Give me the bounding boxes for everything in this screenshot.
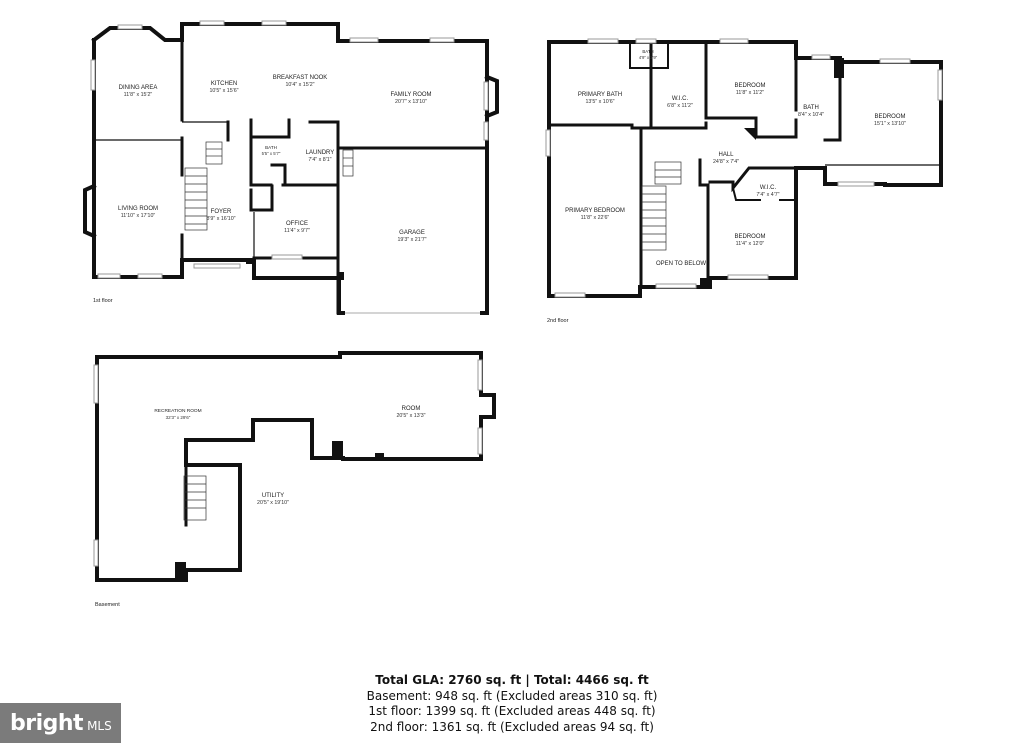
room-name-bath2b: BATH (803, 105, 819, 111)
basement-area: Basement: 948 sq. ft (Excluded areas 310… (366, 688, 658, 703)
first-floor-area: 1st floor: 1399 sq. ft (Excluded areas 4… (368, 704, 656, 718)
room-dim-pbath: 13'5" x 10'6" (585, 99, 614, 105)
total-gla: Total GLA: 2760 sq. ft | Total: 4466 sq.… (375, 673, 649, 687)
room-dim-laundry: 7'4" x 8'1" (308, 157, 331, 163)
room-name-bed3: BEDROOM (734, 234, 765, 240)
room-dim-living: 11'10" x 17'10" (121, 213, 156, 219)
room-name-hall: HALL (718, 152, 734, 158)
room-dim-bed2: 15'1" x 13'10" (874, 121, 906, 127)
first-floor-plan (83, 20, 499, 316)
room-dim-pbed: 11'8" x 22'6" (581, 215, 610, 221)
room-dim-foyer: 8'9" x 16'10" (206, 216, 235, 222)
room-dim-rec: 32'3" x 29'6" (166, 415, 191, 420)
bright-mls-logo: bright MLS (0, 703, 121, 743)
room-dim-kitchen: 10'5" x 15'6" (209, 88, 238, 94)
room-name-utility: UTILITY (262, 493, 284, 499)
room-name-open: OPEN TO BELOW (656, 261, 706, 267)
second-floor-plan (545, 38, 943, 298)
room-dim-family: 20'7" x 13'10" (395, 99, 427, 105)
room-dim-bed1: 11'8" x 11'2" (736, 90, 764, 96)
room-dim-utility: 20'5" x 19'10" (257, 500, 289, 506)
logo-suffix: MLS (87, 719, 112, 733)
floor-label-second: 2nd floor (547, 318, 569, 324)
room-name-bath1: BATH (265, 145, 277, 150)
room-name-rec: RECREATION ROOM (154, 408, 201, 414)
room-name-wic1: W.I.C. (672, 96, 689, 102)
basement-plan (93, 351, 496, 582)
logo-brand: bright (10, 710, 84, 736)
room-dim-wic1: 6'8" x 11'2" (667, 103, 693, 109)
room-dim-bed3: 11'4" x 12'0" (736, 241, 765, 247)
room-name-kitchen: KITCHEN (211, 81, 237, 87)
room-name-laundry: LAUNDRY (306, 150, 335, 156)
room-dim-wic2: 7'4" x 4'7" (756, 192, 779, 198)
area-summary: Total GLA: 2760 sq. ft | Total: 4466 sq.… (290, 673, 734, 735)
room-name-breakfast: BREAKFAST NOOK (273, 75, 328, 81)
floor-label-basement: Basement (95, 602, 120, 608)
room-name-bed2: BEDROOM (874, 114, 905, 120)
room-dim-bath2a: 4'9" x 2'9" (639, 55, 658, 60)
room-name-garage: GARAGE (399, 230, 425, 236)
room-dim-garage: 19'3" x 21'7" (397, 237, 426, 243)
room-name-pbath: PRIMARY BATH (578, 92, 622, 98)
room-dim-room: 20'5" x 13'3" (396, 413, 425, 419)
room-name-wic2: W.I.C. (760, 185, 777, 191)
room-dim-dining: 11'8" x 15'2" (124, 92, 153, 98)
room-name-dining: DINING AREA (119, 85, 158, 91)
room-name-bath2a: BATH (642, 49, 653, 54)
room-dim-breakfast: 10'4" x 15'2" (285, 82, 314, 88)
room-dim-hall: 24'8" x 7'4" (713, 159, 739, 165)
second-floor-area: 2nd floor: 1361 sq. ft (Excluded areas 9… (370, 719, 654, 734)
room-dim-bath2b: 8'4" x 10'4" (798, 112, 824, 118)
room-dim-office: 11'4" x 9'7" (284, 228, 310, 234)
room-name-office: OFFICE (286, 221, 308, 227)
room-name-foyer: FOYER (211, 209, 232, 215)
room-name-room: ROOM (402, 406, 421, 412)
room-name-bed1: BEDROOM (734, 83, 765, 89)
room-name-pbed: PRIMARY BEDROOM (565, 208, 625, 214)
floor-label-first: 1st floor (93, 298, 113, 304)
room-dim-bath1: 5'5" x 5'7" (262, 151, 281, 156)
room-labels: DINING AREA 11'8" x 15'2" KITCHEN 10'5" … (93, 49, 906, 608)
room-name-family: FAMILY ROOM (390, 92, 431, 98)
room-name-living: LIVING ROOM (118, 206, 158, 212)
